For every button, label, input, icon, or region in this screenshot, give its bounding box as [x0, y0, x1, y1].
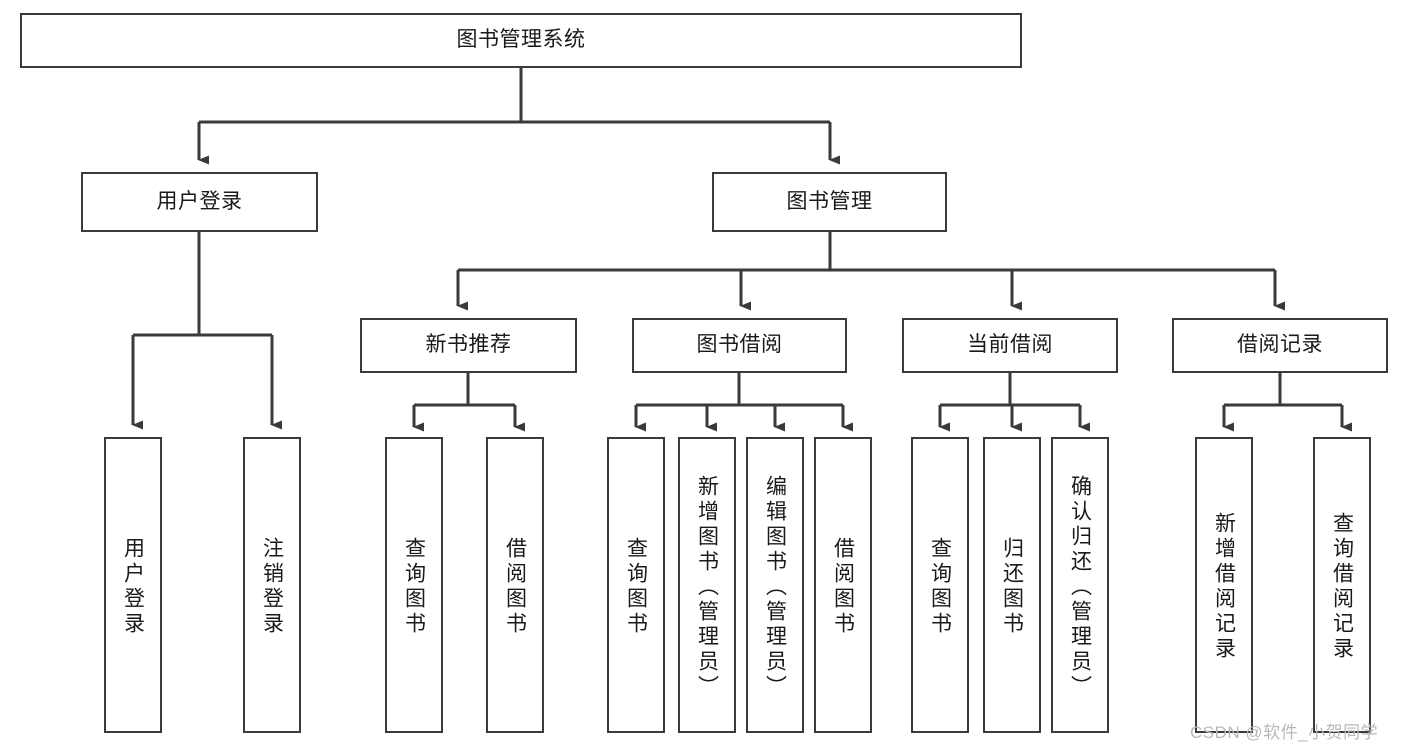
node-label: 确认归还（管理员） [1068, 474, 1092, 700]
node-label: 查询图书 [928, 537, 952, 637]
leaf-query-borrow-record[interactable]: 查询借阅记录 [1313, 437, 1371, 733]
node-book-management[interactable]: 图书管理 [712, 172, 947, 232]
leaf-borrow-books-recommendation[interactable]: 借阅图书 [486, 437, 544, 733]
node-current-borrowing[interactable]: 当前借阅 [902, 318, 1118, 373]
leaf-edit-book-admin[interactable]: 编辑图书（管理员） [746, 437, 804, 733]
leaf-query-books-current[interactable]: 查询图书 [911, 437, 969, 733]
node-label: 新书推荐 [425, 333, 512, 357]
leaf-query-books-recommendation[interactable]: 查询图书 [385, 437, 443, 733]
node-label: 注销登录 [260, 537, 284, 637]
node-label: 借阅记录 [1237, 333, 1323, 357]
node-label: 图书管理系统 [456, 28, 586, 52]
leaf-add-book-admin[interactable]: 新增图书（管理员） [678, 437, 736, 733]
leaf-borrow-books[interactable]: 借阅图书 [814, 437, 872, 733]
node-borrow-records[interactable]: 借阅记录 [1172, 318, 1388, 373]
node-label: 图书管理 [786, 189, 873, 213]
node-label: 查询图书 [402, 537, 426, 637]
node-user-login[interactable]: 用户登录 [81, 172, 318, 232]
leaf-return-books[interactable]: 归还图书 [983, 437, 1041, 733]
node-label: 借阅图书 [831, 537, 855, 637]
leaf-add-borrow-record[interactable]: 新增借阅记录 [1195, 437, 1253, 733]
leaf-query-books-borrowing[interactable]: 查询图书 [607, 437, 665, 733]
leaf-user-login[interactable]: 用户登录 [104, 437, 162, 733]
node-label: 借阅图书 [503, 537, 527, 637]
node-label: 用户登录 [156, 189, 243, 213]
node-label: 新增借阅记录 [1212, 512, 1236, 662]
node-label: 查询图书 [624, 537, 648, 637]
leaf-confirm-return-admin[interactable]: 确认归还（管理员） [1051, 437, 1109, 733]
node-root[interactable]: 图书管理系统 [20, 13, 1022, 68]
node-label: 归还图书 [1000, 537, 1024, 637]
node-label: 查询借阅记录 [1330, 512, 1354, 662]
leaf-logout[interactable]: 注销登录 [243, 437, 301, 733]
node-new-book-recommendation[interactable]: 新书推荐 [360, 318, 577, 373]
node-label: 新增图书（管理员） [695, 474, 719, 700]
csdn-watermark: CSDN @软件_小贺同学 [1190, 723, 1379, 742]
node-book-borrowing[interactable]: 图书借阅 [632, 318, 847, 373]
node-label: 图书借阅 [696, 333, 783, 357]
node-label: 用户登录 [121, 537, 145, 637]
node-label: 当前借阅 [967, 333, 1053, 357]
node-label: 编辑图书（管理员） [763, 474, 787, 700]
